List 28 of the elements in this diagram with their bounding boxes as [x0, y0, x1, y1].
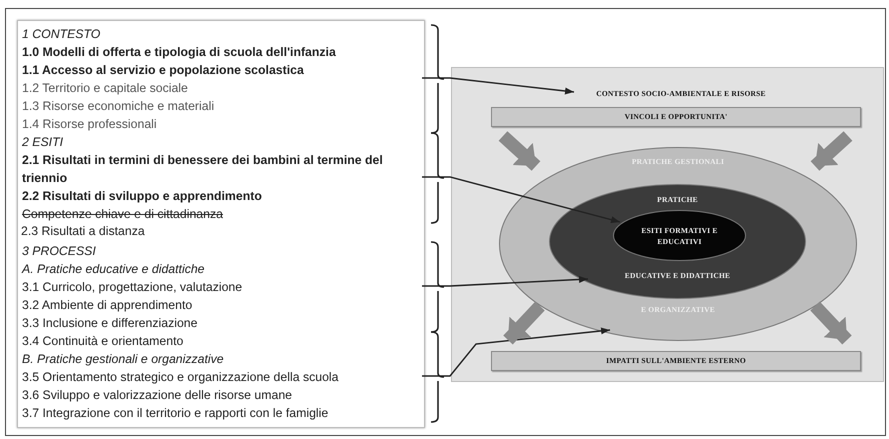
outline-line: 1.4 Risorse professionali	[22, 116, 158, 133]
outline-line: 1.1 Accesso al servizio e popolazione scolastica	[22, 62, 305, 79]
outline-line: 2.2 Risultati di sviluppo e apprendimento	[22, 188, 263, 205]
arrow	[422, 276, 588, 287]
outline-line: 3.3 Inclusione e differenziazione	[22, 315, 198, 332]
arrow	[422, 176, 620, 224]
outline-line: 3.6 Sviluppo e valorizzazione delle risorse umane	[22, 387, 293, 404]
outline-line: 1.3 Risorse economiche e materiali	[22, 98, 216, 115]
outline-line: 1.2 Territorio e capitale sociale	[22, 80, 189, 97]
arrow	[422, 77, 574, 94]
outline-line: 3.2 Ambiente di apprendimento	[22, 297, 194, 314]
outline-line: 2 ESITI	[22, 134, 64, 151]
outline-line: 3 PROCESSI	[22, 243, 97, 260]
arrow	[422, 327, 610, 377]
diagram-panel	[451, 67, 884, 382]
outline-line: 3.5 Orientamento strategico e organizzazione della scuola	[22, 369, 340, 386]
outline-line: Competenze chiave e di cittadinanza	[22, 206, 224, 223]
outline-line: B. Pratiche gestionali e organizzative	[22, 351, 225, 368]
outline-line: A. Pratiche educative e didattiche	[22, 261, 206, 278]
outline-line: 2.1 Risultati in termini di benessere dei bambini al termine del triennio	[22, 152, 384, 187]
outline-line: 2.3 Risultati a distanza	[21, 223, 146, 240]
outline-line: 1 CONTESTO	[22, 26, 102, 43]
block-arrow	[810, 302, 852, 344]
outline-line: 3.7 Integrazione con il territorio e rapporti con le famiglie	[22, 405, 330, 422]
outline-line: 3.4 Continuità e orientamento	[22, 333, 184, 350]
outline-line: 1.0 Modelli di offerta e tipologia di scuola dell'infanzia	[22, 44, 337, 61]
block-arrow	[503, 302, 545, 344]
outline-line: 3.1 Curricolo, progettazione, valutazione	[22, 279, 244, 296]
